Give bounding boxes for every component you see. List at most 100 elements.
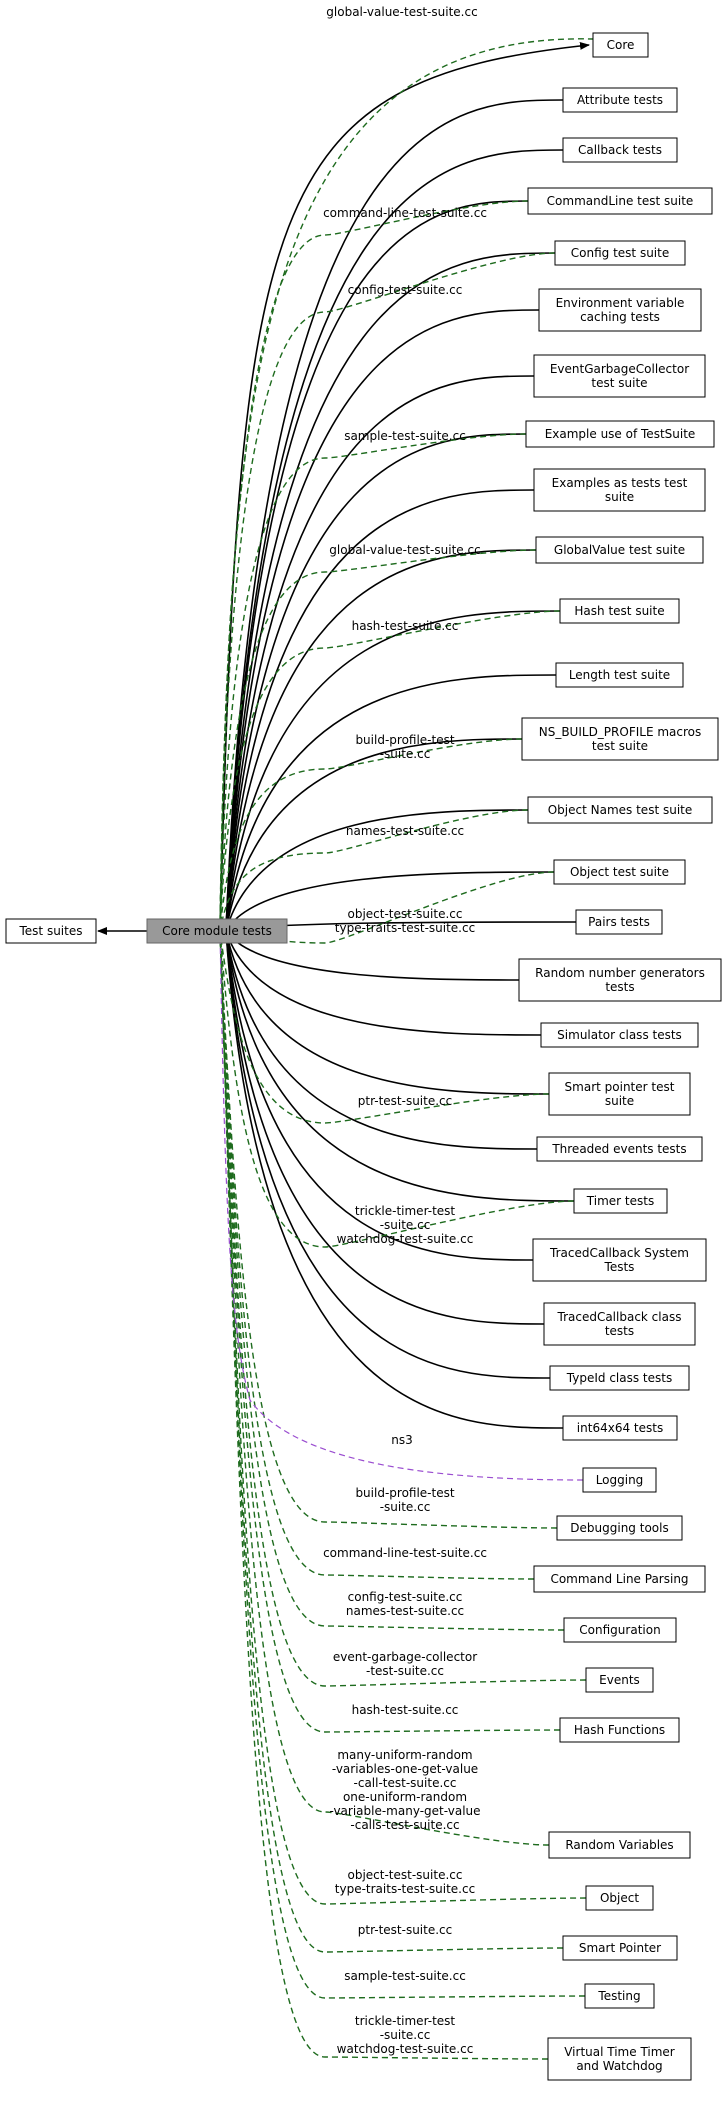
node-typeid-class-tests[interactable]: TypeId class tests — [549, 1365, 690, 1391]
node-example-use-testsuite[interactable]: Example use of TestSuite — [525, 420, 715, 448]
node-box — [585, 1885, 654, 1911]
edge-logging — [219, 930, 584, 1481]
edge-rng_tests — [225, 930, 520, 981]
node-box — [562, 1935, 678, 1961]
node-label: Command Line Parsing — [550, 1572, 688, 1586]
node-box — [521, 717, 719, 761]
node-timer-tests[interactable]: Timer tests — [573, 1188, 668, 1214]
node-label: Object test suite — [570, 865, 669, 879]
edge-label-smart_pointer_test: ptr-test-suite.cc — [358, 1094, 452, 1108]
node-label: Logging — [596, 1473, 644, 1487]
node-label: Timer tests — [586, 1194, 654, 1208]
node-box — [543, 1302, 696, 1346]
edge-label-smart_pointer: ptr-test-suite.cc — [358, 1923, 452, 1937]
node-label: Events — [599, 1673, 640, 1687]
edge-label-random_variables: many-uniform-random-variables-one-get-va… — [329, 1748, 480, 1832]
node-label: Object Names test suite — [548, 803, 693, 817]
node-command-line-parsing[interactable]: Command Line Parsing — [533, 1565, 706, 1593]
node-box — [532, 1238, 707, 1282]
node-smart-pointer[interactable]: Smart Pointer — [562, 1935, 678, 1961]
node-label: int64x64 tests — [577, 1421, 663, 1435]
edge-label-command_line_parsing: command-line-test-suite.cc — [323, 1546, 487, 1560]
node-label: Debugging tools — [570, 1521, 668, 1535]
node-label: GlobalValue test suite — [554, 543, 685, 557]
edge-dashed-commandline_test_suite — [219, 200, 529, 932]
edge-length_test_suite — [223, 674, 557, 932]
node-label: Core — [607, 38, 635, 52]
node-hash-functions[interactable]: Hash Functions — [559, 1717, 680, 1743]
node-box — [575, 909, 663, 935]
edge-dashed-hash_functions — [219, 930, 561, 1733]
node-globalvalue-test-suite[interactable]: GlobalValue test suite — [535, 536, 704, 564]
node-simulator-class-tests[interactable]: Simulator class tests — [540, 1022, 699, 1048]
node-label: Configuration — [579, 1623, 660, 1637]
node-core[interactable]: Core — [592, 32, 649, 58]
node-commandline-test-suite[interactable]: CommandLine test suite — [527, 187, 713, 215]
edge-dashed-configuration — [219, 930, 565, 1631]
node-label: Example use of TestSuite — [545, 427, 696, 441]
node-test-suites[interactable]: Test suites — [5, 918, 97, 944]
node-label: Threaded events tests — [551, 1142, 686, 1156]
edge-core — [219, 41, 590, 932]
node-box — [547, 2037, 692, 2081]
node-debugging-tools[interactable]: Debugging tools — [556, 1515, 683, 1541]
node-random-variables[interactable]: Random Variables — [548, 1831, 691, 1859]
edge-label-debugging: build-profile-test-suite.cc — [355, 1486, 454, 1514]
edge-dashed-events — [219, 930, 587, 1687]
node-object[interactable]: Object — [585, 1885, 654, 1911]
node-box — [582, 1467, 657, 1493]
node-length-test-suite[interactable]: Length test suite — [555, 662, 684, 688]
node-box — [536, 1136, 703, 1162]
edge-object_names_test_suite — [224, 809, 529, 932]
node-object-names-test-suite[interactable]: Object Names test suite — [527, 796, 713, 824]
node-box — [533, 1565, 706, 1593]
node-label: Test suites — [19, 924, 83, 938]
edge-examples_as_tests — [222, 489, 535, 932]
node-core-module-tests[interactable]: Core module tests — [146, 918, 288, 944]
node-box — [548, 1072, 691, 1116]
edge-label-config: config-test-suite.cc — [348, 283, 463, 297]
node-label: Random Variables — [565, 1838, 673, 1852]
node-threaded-events-tests[interactable]: Threaded events tests — [536, 1136, 703, 1162]
node-layer: Test suites Core module tests CoreAttribut… — [5, 32, 722, 2081]
node-int64x64-tests[interactable]: int64x64 tests — [562, 1415, 678, 1441]
node-logging[interactable]: Logging — [582, 1467, 657, 1493]
node-box — [556, 1515, 683, 1541]
node-configuration[interactable]: Configuration — [563, 1617, 677, 1643]
node-callback-tests[interactable]: Callback tests — [562, 137, 678, 163]
node-object-test-suite[interactable]: Object test suite — [553, 859, 686, 885]
node-pairs-tests[interactable]: Pairs tests — [575, 909, 663, 935]
node-box — [553, 859, 686, 885]
edge-event_gc_test_suite — [222, 375, 535, 932]
node-events[interactable]: Events — [585, 1667, 654, 1693]
edge-commandline_test_suite — [222, 200, 529, 932]
edge-attribute_tests — [222, 99, 564, 932]
node-label: TypeId class tests — [566, 1371, 672, 1385]
edge-label-core: global-value-test-suite.cc — [326, 5, 477, 19]
node-attribute-tests[interactable]: Attribute tests — [562, 87, 678, 113]
node-testing[interactable]: Testing — [584, 1983, 655, 2009]
edge-tracedcallback_class_tests — [222, 930, 545, 1325]
edge-smart_pointer_test_suite — [223, 930, 550, 1095]
edge-layer — [97, 38, 594, 2060]
edge-typeid_class_tests — [222, 930, 551, 1379]
edge-dashed-virtual_time_timer — [219, 930, 549, 2060]
node-box — [518, 958, 722, 1002]
node-config-test-suite[interactable]: Config test suite — [554, 240, 686, 266]
edge-int64x64_tests — [222, 930, 564, 1429]
node-hash-test-suite[interactable]: Hash test suite — [559, 598, 680, 624]
